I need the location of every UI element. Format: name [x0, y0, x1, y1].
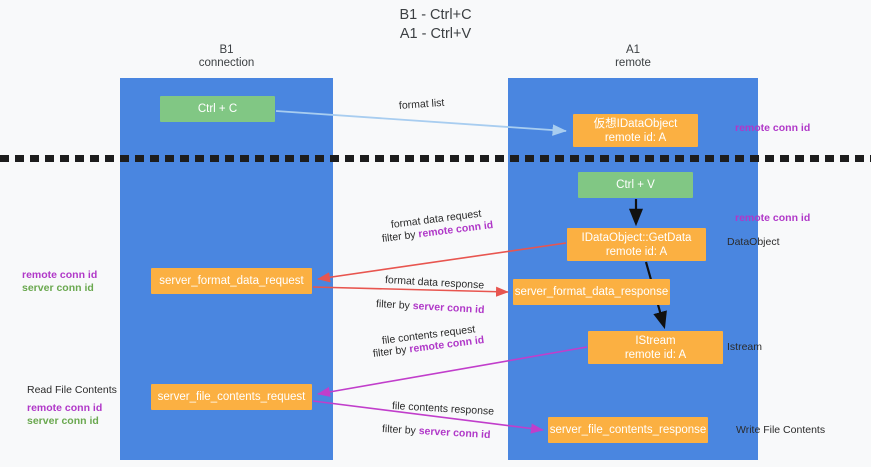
node-idataobject-title: 仮想IDataObject — [593, 117, 678, 130]
edge-label-fcresp-filter-prefix: filter by — [381, 423, 420, 438]
annotation-right-write-file-contents: Write File Contents — [736, 424, 826, 436]
node-getdata-subtitle: remote id: A — [605, 245, 668, 258]
lane-header-b1: B1 connection — [120, 44, 333, 70]
node-ctrl-v-label: Ctrl + V — [616, 179, 655, 191]
node-getdata-title: IDataObject::GetData — [581, 231, 692, 244]
node-istream[interactable]: IStream remote id: A — [588, 331, 723, 364]
title-line-2: A1 - Ctrl+V — [399, 26, 472, 42]
node-server-format-data-response-label: server_format_data_response — [514, 286, 669, 298]
node-idataobject-getdata[interactable]: IDataObject::GetData remote id: A — [567, 228, 706, 261]
edge-label-fcresp-filter-key: server conn id — [418, 425, 491, 442]
title-line-1: B1 - Ctrl+C — [399, 7, 472, 23]
node-server-format-data-request-label: server_format_data_request — [159, 275, 304, 287]
annotation-right-dataobject: DataObject — [727, 236, 780, 248]
annotation-left-remote-conn-id-mid: remote conn id — [22, 269, 98, 281]
node-server-format-data-request[interactable]: server_format_data_request — [151, 268, 312, 294]
lane-header-a1-role: remote — [615, 57, 651, 69]
annotation-right-remote-conn-id-mid: remote conn id — [735, 212, 811, 224]
annotation-left-server-conn-id-bottom: server conn id — [27, 415, 99, 427]
lane-header-b1-name: B1 — [219, 44, 234, 56]
annotation-left-server-conn-id-mid: server conn id — [22, 282, 94, 294]
edge-label-fcreq-filter-prefix: filter by — [372, 343, 411, 360]
node-istream-subtitle: remote id: A — [624, 348, 687, 361]
annotation-right-istream: Istream — [727, 341, 763, 353]
page-title: B1 - Ctrl+C A1 - Ctrl+V — [0, 6, 871, 44]
edge-label-file-contents-response: file contents response — [391, 400, 495, 418]
node-idataobject-subtitle: remote id: A — [604, 131, 667, 144]
edge-label-format-data-response: format data response — [384, 274, 485, 292]
edge-label-format-data-response-filter: filter by server conn id — [376, 298, 485, 317]
node-idataobject[interactable]: 仮想IDataObject remote id: A — [573, 114, 698, 147]
lane-header-a1-name: A1 — [625, 44, 641, 56]
node-ctrl-v[interactable]: Ctrl + V — [578, 172, 693, 198]
lane-header-b1-role: connection — [198, 57, 255, 69]
node-server-file-contents-request[interactable]: server_file_contents_request — [151, 384, 312, 410]
lane-header-a1: A1 remote — [508, 44, 758, 70]
edge-label-format-list: format list — [398, 96, 445, 112]
node-ctrl-c[interactable]: Ctrl + C — [160, 96, 275, 122]
node-server-file-contents-response-label: server_file_contents_response — [549, 424, 707, 436]
node-istream-title: IStream — [635, 334, 676, 347]
node-server-file-contents-request-label: server_file_contents_request — [157, 391, 306, 403]
node-server-file-contents-response[interactable]: server_file_contents_response — [548, 417, 708, 443]
phase-divider — [0, 155, 871, 162]
annotation-left-remote-conn-id-bottom: remote conn id — [27, 402, 103, 414]
edge-label-file-contents-response-filter: filter by server conn id — [382, 423, 491, 442]
edge-label-fdresp-filter-key: server conn id — [412, 300, 485, 317]
edge-label-fdreq-filter-prefix: filter by — [381, 228, 420, 245]
annotation-right-remote-conn-id-top: remote conn id — [735, 122, 811, 134]
node-ctrl-c-label: Ctrl + C — [197, 103, 238, 115]
edge-label-fdresp-filter-prefix: filter by — [375, 298, 414, 313]
node-server-format-data-response[interactable]: server_format_data_response — [513, 279, 670, 305]
annotation-left-read-file-contents: Read File Contents — [27, 384, 117, 396]
